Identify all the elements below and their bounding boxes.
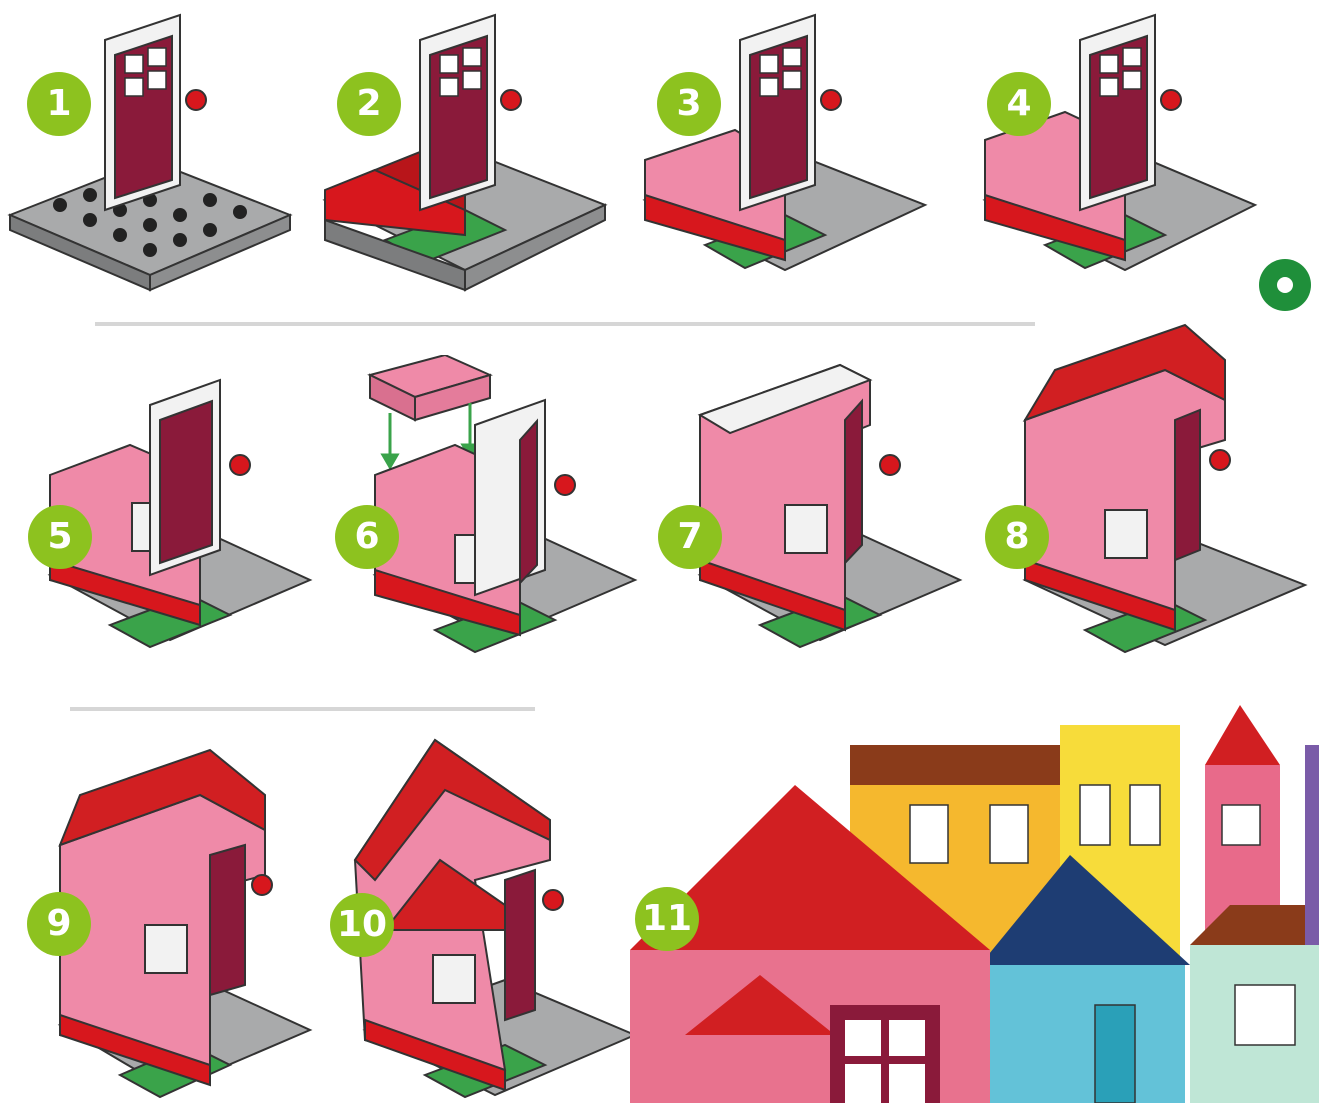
step-10: 10: [325, 730, 645, 1103]
step-7: 7: [650, 335, 970, 675]
step-5: 5: [0, 335, 320, 675]
step-3: 3: [635, 0, 935, 310]
step-1: 1: [0, 0, 300, 310]
step-7-illustration: [650, 335, 970, 675]
step-number-badge: 6: [335, 505, 399, 569]
step-number-badge: 8: [985, 505, 1049, 569]
step-number-badge: 9: [27, 892, 91, 956]
step-2-illustration: [315, 0, 615, 310]
divider-2: [70, 707, 535, 711]
step-number-badge: 4: [987, 72, 1051, 136]
green-flower-piece-icon: [1255, 255, 1315, 315]
step-1-illustration: [0, 0, 300, 310]
step-11: 11: [630, 705, 1319, 1103]
step-number-badge: 11: [635, 887, 699, 951]
step-2: 2: [315, 0, 615, 310]
step-4-illustration: [975, 0, 1275, 310]
step-5-illustration: [0, 335, 320, 675]
step-number-badge: 3: [657, 72, 721, 136]
step-4: 4: [975, 0, 1275, 310]
step-8: 8: [985, 310, 1315, 670]
step-number-badge: 5: [28, 505, 92, 569]
step-9: 9: [0, 745, 320, 1103]
step-number-badge: 2: [337, 72, 401, 136]
step-11-town-illustration: [630, 705, 1319, 1103]
step-8-illustration: [985, 310, 1315, 670]
step-number-badge: 1: [27, 72, 91, 136]
step-number-badge: 10: [330, 893, 394, 957]
divider-1: [95, 322, 1035, 326]
step-3-illustration: [635, 0, 935, 310]
step-6: 6: [325, 355, 645, 695]
step-number-badge: 7: [658, 505, 722, 569]
